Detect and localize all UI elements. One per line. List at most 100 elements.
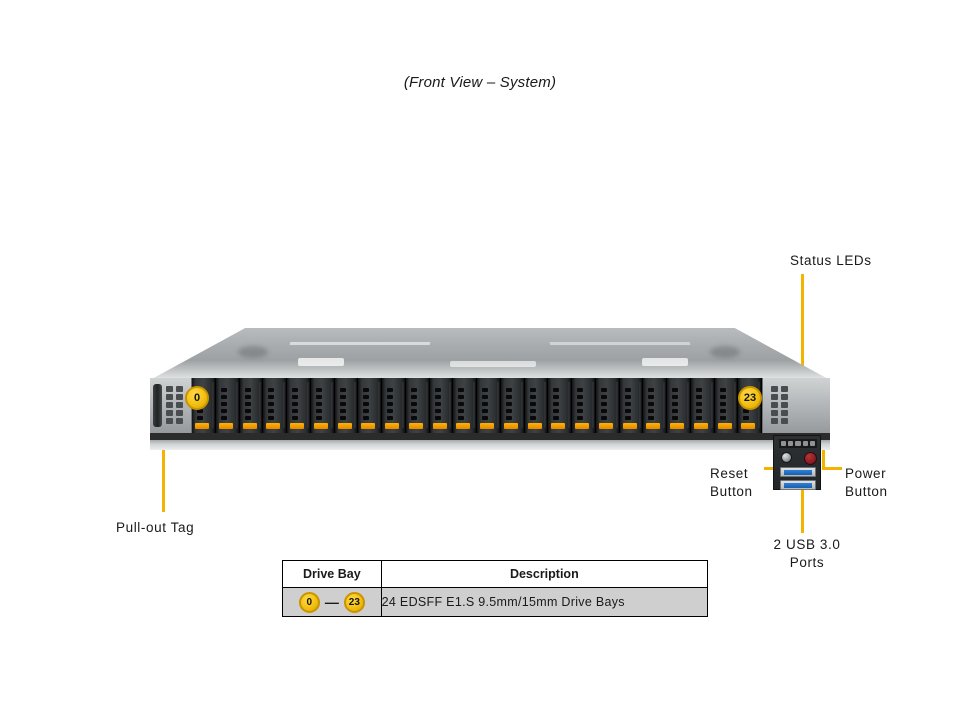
- drive-latch-tab[interactable]: [337, 423, 352, 429]
- drive-vent-holes: [268, 388, 275, 420]
- drive-vent-holes: [363, 388, 370, 420]
- drive-vent-holes: [244, 388, 251, 420]
- drive-bay[interactable]: [334, 378, 359, 433]
- bezel-right: [762, 378, 830, 433]
- drive-vent-holes: [624, 388, 631, 420]
- drive-latch-tab[interactable]: [717, 423, 732, 429]
- chassis-lid-center-mark: [450, 361, 536, 367]
- drive-bay[interactable]: [310, 378, 335, 433]
- drive-bay[interactable]: [287, 378, 311, 433]
- chassis-lid-surface: [150, 328, 830, 380]
- drive-latch-tab[interactable]: [503, 423, 518, 429]
- usb-3-port-top[interactable]: [780, 467, 816, 477]
- drive-bay[interactable]: [524, 378, 549, 433]
- callout-reset-button-line2: Button: [710, 484, 753, 499]
- drive-vent-holes: [672, 388, 678, 420]
- drive-bay[interactable]: [548, 378, 572, 433]
- drive-bay[interactable]: [643, 378, 667, 433]
- drive-bay[interactable]: [619, 378, 644, 433]
- reset-button[interactable]: [781, 452, 792, 463]
- usb-3-port-bottom[interactable]: [780, 480, 816, 490]
- table-header-row: Drive Bay Description: [282, 560, 709, 588]
- drive-bay[interactable]: [429, 378, 454, 433]
- vent-grid-left: [166, 386, 183, 424]
- drive-bay[interactable]: [595, 378, 620, 433]
- drive-vent-holes: [292, 388, 298, 420]
- drive-latch-tab[interactable]: [480, 423, 494, 429]
- drive-edge-highlight: [496, 382, 499, 428]
- drive-vent-holes: [719, 388, 726, 420]
- drive-edge-highlight: [734, 382, 737, 428]
- drive-latch-tab[interactable]: [622, 423, 637, 429]
- drive-latch-tab[interactable]: [242, 423, 257, 429]
- drive-latch-tab[interactable]: [432, 423, 447, 429]
- legend-badge-from: 0: [298, 591, 320, 613]
- chassis-lid-seam-right: [549, 342, 691, 345]
- drive-vent-holes: [648, 388, 655, 420]
- drive-latch-tab[interactable]: [361, 423, 376, 429]
- drive-bay[interactable]: [690, 378, 715, 433]
- server-chassis-front-view: 0 23: [150, 328, 830, 490]
- drive-edge-highlight: [235, 382, 238, 428]
- leader-line-pullout-tag: [162, 440, 165, 512]
- drive-latch-tab[interactable]: [313, 423, 328, 429]
- pullout-tag-handle[interactable]: [153, 384, 162, 427]
- drive-latch-tab[interactable]: [527, 423, 542, 429]
- drive-bay[interactable]: [500, 378, 525, 433]
- drive-latch-tab[interactable]: [670, 423, 684, 429]
- drive-bay[interactable]: [215, 378, 240, 433]
- leader-line-status-leds: [801, 274, 804, 379]
- drive-vent-holes: [695, 388, 702, 420]
- table-header-drive-bay: Drive Bay: [282, 560, 382, 588]
- drive-vent-holes: [387, 388, 393, 420]
- drive-latch-tab[interactable]: [598, 423, 613, 429]
- drive-edge-highlight: [591, 382, 594, 428]
- drive-vent-holes: [577, 388, 583, 420]
- drive-bay[interactable]: [667, 378, 691, 433]
- drive-bay[interactable]: [477, 378, 501, 433]
- drive-latch-tab[interactable]: [218, 423, 233, 429]
- drive-bay[interactable]: [453, 378, 477, 433]
- drive-latch-tab[interactable]: [575, 423, 589, 429]
- drive-bay-range: 0 — 23: [283, 591, 381, 613]
- drive-latch-tab[interactable]: [646, 423, 661, 429]
- callout-reset-button-line1: Reset: [710, 466, 749, 481]
- drive-bay[interactable]: [358, 378, 382, 433]
- drive-edge-highlight: [686, 382, 689, 428]
- chassis-top-lid: [150, 328, 830, 380]
- status-led: [781, 441, 787, 446]
- drive-bay[interactable]: [239, 378, 264, 433]
- drive-bay[interactable]: [263, 378, 287, 433]
- drive-edge-highlight: [330, 382, 333, 428]
- drive-latch-tab[interactable]: [693, 423, 708, 429]
- chassis-front-rail-bottom: [150, 440, 830, 450]
- chassis-lid-shadow-left: [238, 346, 268, 358]
- bay-number-badge-last: 23: [738, 386, 762, 410]
- drive-latch-tab[interactable]: [456, 423, 471, 429]
- drive-latch-tab[interactable]: [408, 423, 423, 429]
- table-cell-description: 24 EDSFF E1.S 9.5mm/15mm Drive Bays: [380, 587, 709, 617]
- drive-latch-tab[interactable]: [385, 423, 399, 429]
- drive-bay[interactable]: [572, 378, 596, 433]
- drive-latch-tab[interactable]: [195, 423, 209, 429]
- chassis-lid-dimple-right: [642, 358, 688, 366]
- drive-vent-holes: [600, 388, 607, 420]
- drive-vent-holes: [220, 388, 227, 420]
- drive-edge-highlight: [473, 382, 475, 428]
- drive-edge-highlight: [378, 382, 380, 428]
- drive-latch-tab[interactable]: [551, 423, 566, 429]
- drive-bay-legend-table: Drive Bay Description 0 — 23 24 EDSFF E1…: [282, 560, 709, 617]
- drive-latch-tab[interactable]: [290, 423, 304, 429]
- drive-bay[interactable]: [382, 378, 406, 433]
- legend-badge-to: 23: [343, 591, 365, 613]
- drive-vent-holes: [505, 388, 512, 420]
- drive-latch-tab[interactable]: [741, 423, 756, 429]
- chassis-lid-shadow-right: [710, 346, 740, 358]
- drive-bay[interactable]: [714, 378, 739, 433]
- drive-latch-tab[interactable]: [266, 423, 281, 429]
- power-button[interactable]: [804, 452, 817, 465]
- callout-status-leds: Status LEDs: [790, 253, 872, 268]
- chassis-lid-seam-left: [289, 342, 431, 345]
- drive-vent-holes: [434, 388, 441, 420]
- drive-bay[interactable]: [405, 378, 430, 433]
